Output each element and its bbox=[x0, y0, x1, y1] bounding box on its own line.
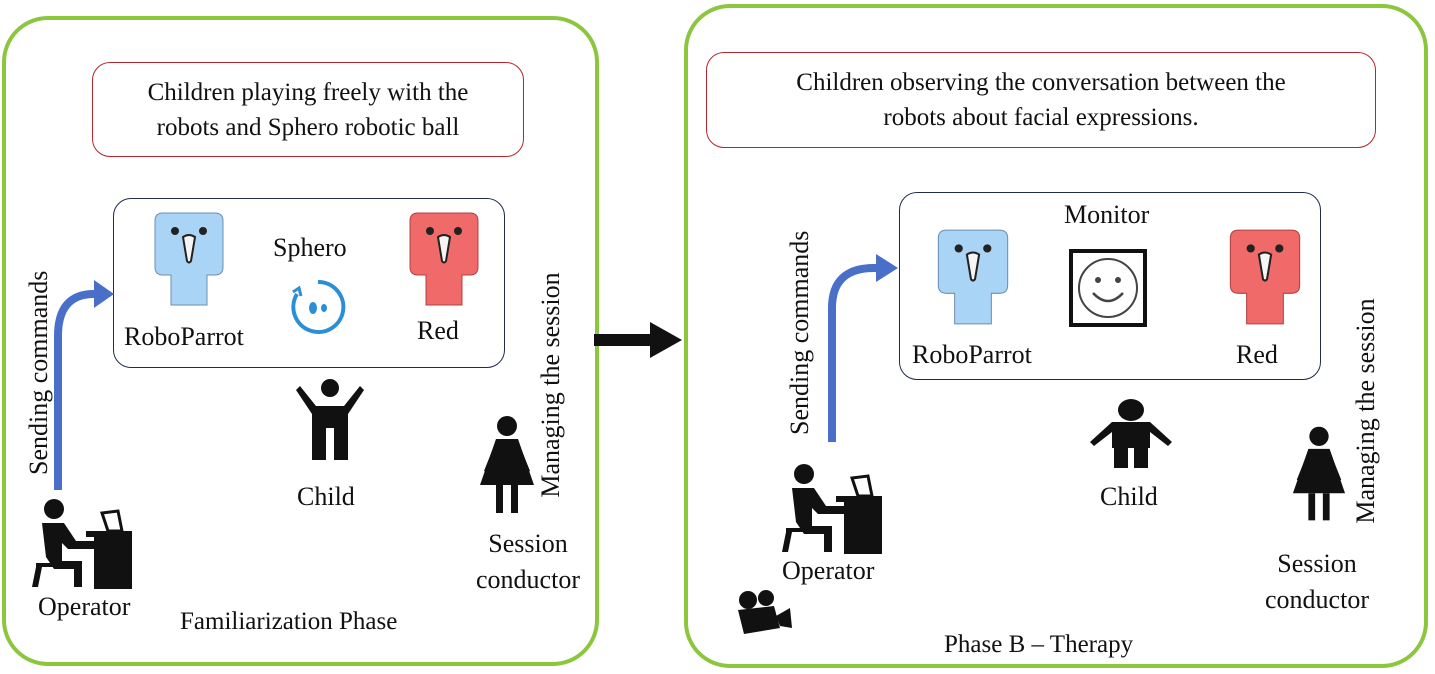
phase-b-caption-line1: Children observing the conversation betw… bbox=[796, 69, 1286, 96]
managing-session-label: Managing the session bbox=[536, 272, 565, 498]
roboparrot-label: RoboParrot bbox=[124, 322, 244, 351]
video-camera-icon bbox=[738, 590, 792, 634]
right-arrow-icon bbox=[594, 322, 682, 358]
session-conductor-line2: conductor bbox=[476, 565, 580, 594]
phase-a-caption-line2: robots and Sphero robotic ball bbox=[156, 113, 460, 141]
session-conductor-line1: Session bbox=[1277, 549, 1357, 578]
phase-a-caption-line1: Children playing freely with the bbox=[147, 78, 469, 106]
curved-arrow-icon bbox=[828, 254, 898, 442]
phase-a-robot-box bbox=[113, 198, 505, 368]
woman-icon bbox=[480, 416, 534, 513]
phase-b-caption: Children observing the conversation betw… bbox=[706, 52, 1376, 148]
operator-label: Operator bbox=[38, 592, 131, 621]
sending-commands-label: Sending commands bbox=[24, 270, 53, 475]
monitor-label: Monitor bbox=[1064, 200, 1150, 229]
woman-icon bbox=[1292, 426, 1346, 521]
session-conductor-line1: Session bbox=[488, 529, 568, 558]
smiley-monitor-icon bbox=[1069, 249, 1147, 327]
red-label: Red bbox=[1236, 340, 1278, 369]
child-label: Child bbox=[297, 482, 355, 511]
managing-session-label: Managing the session bbox=[1351, 298, 1380, 524]
sphero-icon bbox=[291, 279, 346, 334]
operator-icon bbox=[782, 464, 882, 554]
child-icon bbox=[1090, 399, 1172, 468]
operator-icon bbox=[32, 499, 132, 589]
sending-commands-label: Sending commands bbox=[785, 230, 814, 435]
phase-b-caption-line2: robots about facial expressions. bbox=[883, 104, 1199, 131]
parrot-robot-icon bbox=[1229, 229, 1301, 325]
red-label: Red bbox=[417, 316, 459, 345]
phase-b-panel bbox=[684, 4, 1428, 668]
phase-a-caption: Children playing freely with the robots … bbox=[92, 62, 524, 157]
session-conductor-label: Session conductor bbox=[468, 526, 588, 598]
session-conductor-line2: conductor bbox=[1265, 585, 1369, 614]
phase-b-name: Phase B – Therapy bbox=[944, 631, 1134, 658]
session-conductor-label: Session conductor bbox=[1257, 546, 1377, 618]
curved-arrow-icon bbox=[54, 280, 114, 490]
phase-b-robot-box bbox=[899, 192, 1321, 380]
sphero-label: Sphero bbox=[273, 233, 347, 262]
parrot-robot-icon bbox=[409, 212, 479, 306]
phase-a-name: Familiarization Phase bbox=[180, 608, 398, 635]
operator-label: Operator bbox=[782, 556, 875, 585]
parrot-robot-icon bbox=[937, 229, 1009, 325]
roboparrot-label: RoboParrot bbox=[912, 340, 1032, 369]
child-icon bbox=[296, 379, 364, 460]
child-label: Child bbox=[1100, 482, 1158, 511]
parrot-robot-icon bbox=[154, 212, 224, 306]
